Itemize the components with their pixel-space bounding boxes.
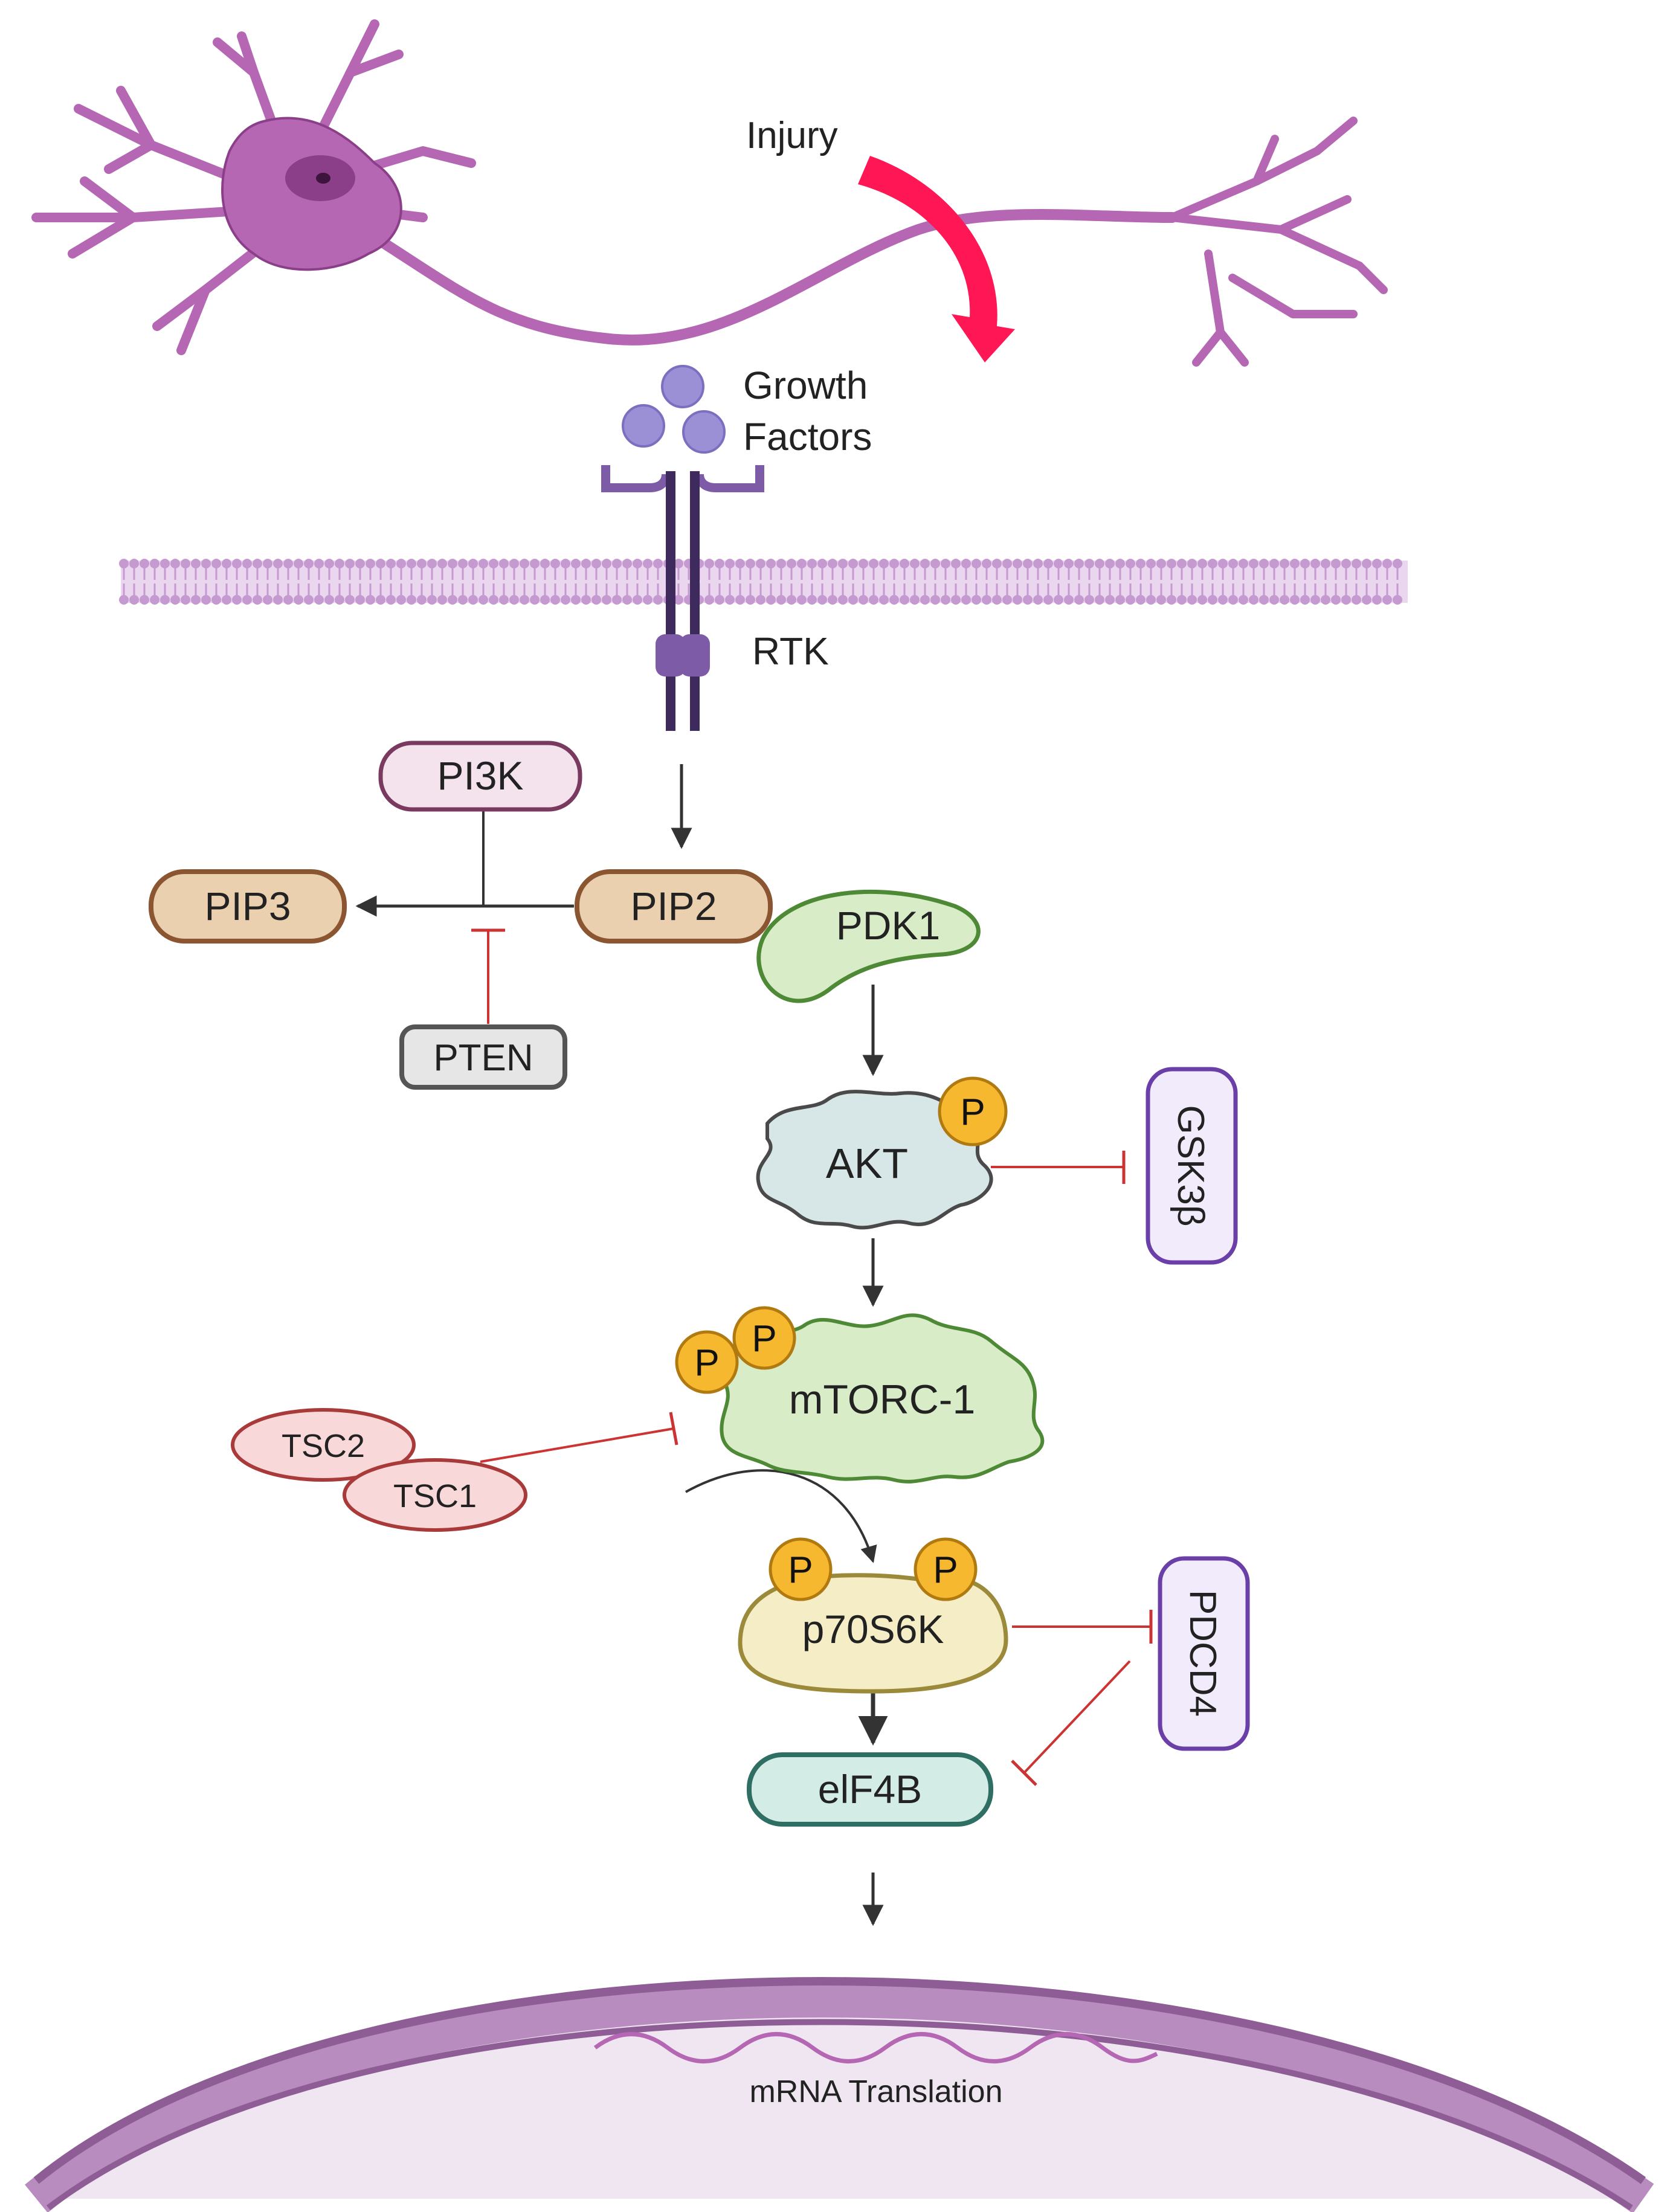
pdcd4-eif4b-inhibition-bar <box>1011 1760 1037 1786</box>
pdcd4-node: PDCD4 <box>1158 1556 1250 1751</box>
gsk3b-label: GSK3β <box>1170 1105 1211 1226</box>
tsc1-node: TSC1 <box>343 1458 527 1532</box>
pip3-label: PIP3 <box>204 884 291 928</box>
neuron-nucleolus <box>316 173 330 184</box>
mtorc1-phospho-badge-1: P <box>732 1306 796 1370</box>
tsc2-label: TSC2 <box>282 1428 365 1464</box>
pdk1-label: PDK1 <box>836 903 940 948</box>
p70s6k-phospho-badge-2: P <box>914 1537 978 1601</box>
pip2-node: PIP2 <box>575 869 773 944</box>
pdk1-node: PDK1 <box>756 889 981 1003</box>
p70s6k-phospho-badge-1: P <box>769 1537 833 1601</box>
factors-label: Factors <box>743 415 872 458</box>
mrna-strand-icon <box>593 2032 1158 2063</box>
mtorc1-node: mTORC-1 <box>720 1313 1045 1484</box>
mtorc1-phospho-label-2: P <box>694 1342 719 1384</box>
p70s6k-phospho-label-1: P <box>788 1549 813 1591</box>
mrna-translation-label: mRNA Translation <box>749 2074 1002 2109</box>
pdcd4-label: PDCD4 <box>1182 1590 1223 1717</box>
injury-arrow-icon <box>858 156 1015 362</box>
cell-membrane <box>119 559 1408 605</box>
p70s6k-phospho-label-2: P <box>933 1549 958 1591</box>
tsc2-node: TSC2 <box>231 1408 416 1482</box>
tsc1-label: TSC1 <box>393 1478 477 1514</box>
nucleus <box>25 1977 1654 2212</box>
rtk-label: RTK <box>752 629 829 673</box>
pten-node: PTEN <box>399 1024 567 1090</box>
pip2-label: PIP2 <box>630 884 717 928</box>
pten-label: PTEN <box>433 1037 533 1079</box>
injury-label: Injury <box>746 115 838 156</box>
eif4b-label: elF4B <box>818 1767 922 1812</box>
akt-node: AKT <box>756 1090 993 1230</box>
mtorc1-to-p70s6k-arrow <box>685 1469 877 1563</box>
mtorc1-phospho-label-1: P <box>752 1318 776 1360</box>
rtk-receptor-icon <box>601 465 764 731</box>
pdcd4-eif4b-inhibition-line <box>1023 1660 1131 1774</box>
pi3k-label: PI3K <box>437 753 523 798</box>
pathway-edges <box>355 764 1153 1926</box>
mtorc1-label: mTORC-1 <box>789 1377 976 1423</box>
gsk3b-node: GSK3β <box>1146 1067 1238 1265</box>
growth-label: Growth <box>743 364 868 407</box>
pip3-node: PIP3 <box>149 869 347 944</box>
pi3k-node: PI3K <box>378 741 582 812</box>
growth-factors-icon <box>622 365 726 454</box>
akt-phospho-label: P <box>960 1092 985 1133</box>
p70s6k-label: p70S6K <box>802 1607 944 1651</box>
tsc-mtorc1-inhibition-line <box>480 1427 674 1463</box>
mtorc1-phospho-badge-2: P <box>675 1330 739 1394</box>
tsc-mtorc1-inhibition-bar <box>669 1412 678 1445</box>
akt-label: AKT <box>826 1140 908 1187</box>
akt-phospho-badge: P <box>938 1076 1008 1146</box>
eif4b-node: elF4B <box>747 1752 993 1827</box>
